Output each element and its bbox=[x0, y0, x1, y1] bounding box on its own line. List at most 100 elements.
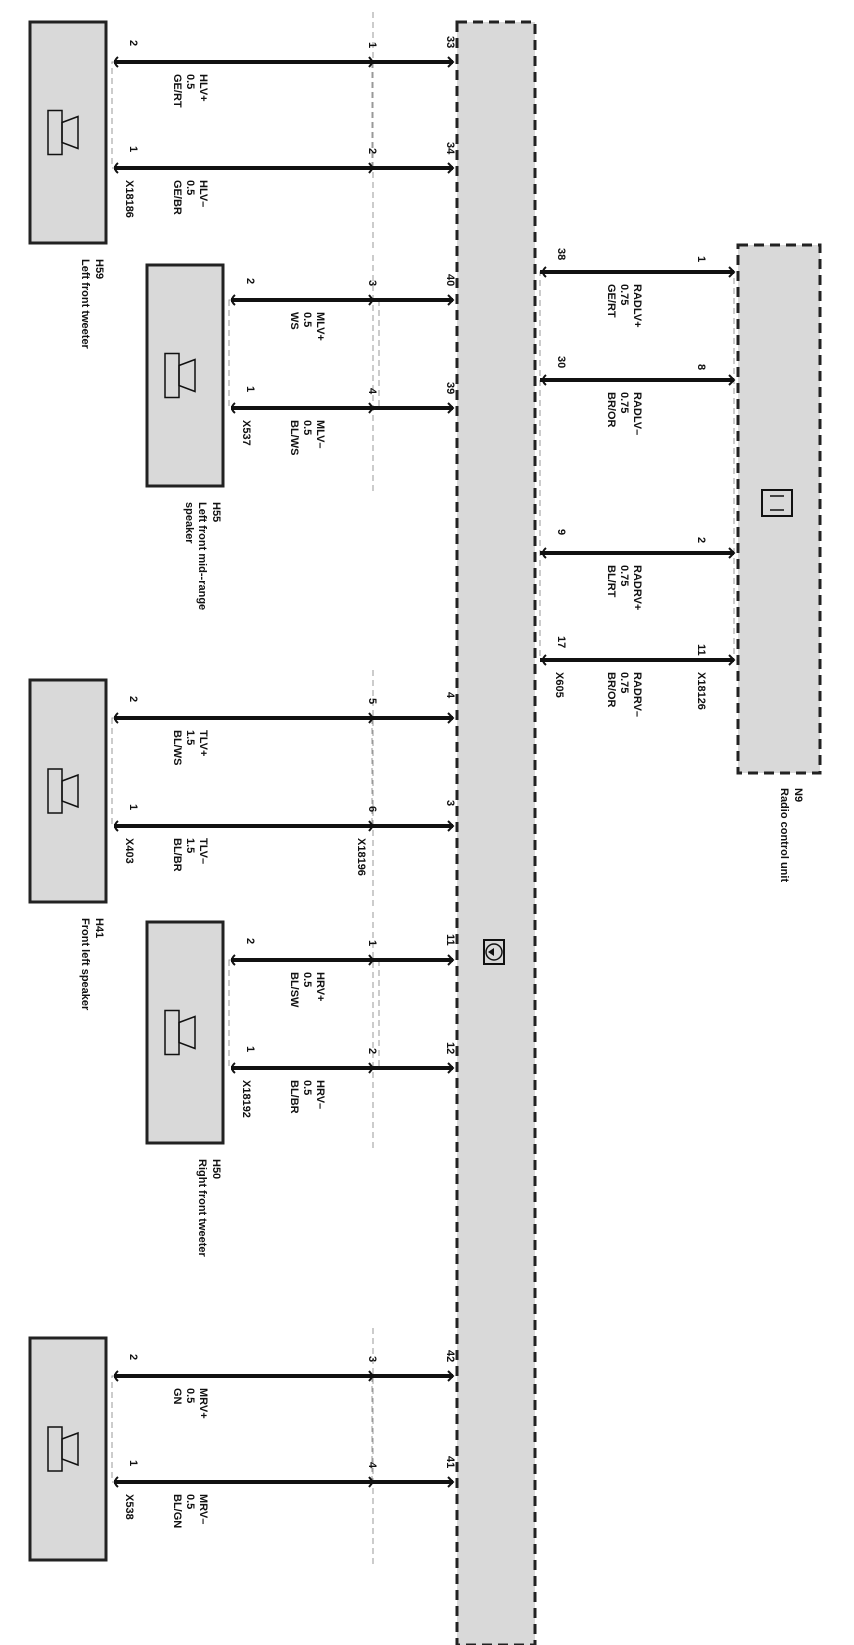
speaker-icon bbox=[164, 352, 196, 399]
speaker-pin-number: 2 bbox=[127, 40, 139, 46]
wire-name: RADLV– bbox=[631, 392, 643, 435]
inline-pin bbox=[368, 1370, 375, 1382]
wire-size: 0.5 bbox=[301, 312, 313, 327]
wire-size: 1.5 bbox=[184, 838, 196, 853]
amp-pin bbox=[447, 1062, 455, 1074]
pin-cap bbox=[114, 712, 119, 724]
speaker-id: H41 bbox=[93, 918, 105, 938]
speaker-connector: X537 bbox=[240, 420, 252, 446]
wire-color: BL/GN bbox=[171, 1494, 183, 1528]
wire-size: 0.5 bbox=[301, 1080, 313, 1095]
wire-color: BL/BR bbox=[171, 838, 183, 872]
inline-pin-number: 4 bbox=[366, 1462, 378, 1469]
pin-cap bbox=[542, 547, 547, 559]
wire-size: 0.5 bbox=[184, 1388, 196, 1403]
pin-cap bbox=[114, 820, 119, 832]
amp-pin-number: 38 bbox=[555, 248, 567, 260]
wire-color: GN bbox=[171, 1388, 183, 1405]
speaker-connector: X18192 bbox=[240, 1080, 252, 1118]
connector-outline bbox=[111, 1375, 373, 1483]
wire-color: BL/WS bbox=[288, 420, 300, 455]
wire-size: 0.5 bbox=[184, 180, 196, 195]
inline-pin bbox=[368, 954, 375, 966]
speaker-name: Front left speaker bbox=[79, 918, 91, 1011]
wire-name: HRV– bbox=[314, 1080, 326, 1109]
speaker-icon bbox=[47, 109, 79, 156]
radio-control-unit: N9 Radio control unit bbox=[736, 243, 822, 882]
inline-pin bbox=[368, 1476, 375, 1488]
wire-name: MLV+ bbox=[314, 312, 326, 341]
wire-color: WS bbox=[288, 312, 300, 330]
radio-connector: X18126 bbox=[695, 672, 707, 710]
speaker-pin-number: 2 bbox=[127, 1354, 139, 1360]
wire-size: 0.5 bbox=[301, 420, 313, 435]
wire-size: 1.5 bbox=[184, 730, 196, 745]
speaker-pin-number: 2 bbox=[127, 696, 139, 702]
speaker-name: speaker bbox=[183, 502, 195, 544]
speaker-icon bbox=[47, 1426, 79, 1472]
amp-pin bbox=[447, 294, 455, 306]
amp-pin bbox=[447, 56, 455, 68]
radio-pin-number: 8 bbox=[695, 364, 707, 370]
amp-pin bbox=[447, 954, 455, 966]
speaker-icon bbox=[47, 768, 79, 814]
inline-connector: X18196 bbox=[355, 838, 367, 876]
radio-unit-box bbox=[736, 243, 822, 775]
amp-pin bbox=[447, 162, 455, 174]
speaker-pin-number: 1 bbox=[244, 386, 256, 392]
wire-name: MRV+ bbox=[197, 1388, 209, 1419]
wire-color: BL/RT bbox=[605, 565, 617, 598]
wire-name: MLV– bbox=[314, 420, 326, 449]
inline-pin-number: 3 bbox=[366, 280, 378, 286]
radio-pin-number: 11 bbox=[695, 644, 707, 656]
pin-cap bbox=[114, 1476, 119, 1488]
speaker-id: H50 bbox=[210, 1159, 222, 1179]
radio-connector-outline bbox=[539, 271, 735, 661]
wire-color: BL/SW bbox=[288, 972, 300, 1008]
radio-pin bbox=[728, 547, 736, 559]
wire-size: 0.5 bbox=[184, 74, 196, 89]
radio-pin bbox=[728, 374, 736, 386]
speaker-box bbox=[28, 1336, 108, 1562]
speaker-pin-number: 2 bbox=[244, 278, 256, 284]
inline-pin-number: 1 bbox=[366, 940, 378, 946]
wire-size: 0.75 bbox=[618, 392, 630, 413]
wire-name: TLV– bbox=[197, 838, 209, 864]
wire-name: RADRV– bbox=[631, 672, 643, 717]
pin-cap bbox=[542, 374, 547, 386]
wire-name: RADRV+ bbox=[631, 565, 643, 610]
radio-pin bbox=[728, 654, 736, 666]
speaker-box bbox=[145, 263, 225, 488]
amplifier-bus bbox=[455, 20, 537, 1645]
inline-pin bbox=[368, 820, 375, 832]
wire-name: TLV+ bbox=[197, 730, 209, 756]
amp-pin-number: 42 bbox=[444, 1350, 456, 1362]
pin-cap bbox=[542, 654, 547, 666]
speaker-name: Left front tweeter bbox=[79, 259, 91, 350]
radio-pin-number: 1 bbox=[695, 256, 707, 262]
wire-size: 0.5 bbox=[301, 972, 313, 987]
amp-pin-number: 39 bbox=[444, 382, 456, 394]
speaker-id: H55 bbox=[210, 502, 222, 522]
inline-pin-number: 2 bbox=[366, 1048, 378, 1054]
amp-connector: X605 bbox=[553, 672, 565, 698]
amp-pin-number: 12 bbox=[444, 1042, 456, 1054]
amp-pin bbox=[447, 1370, 455, 1382]
speaker-id: H59 bbox=[93, 259, 105, 279]
wire-color: BL/WS bbox=[171, 730, 183, 765]
amp-pin-number: 17 bbox=[555, 636, 567, 648]
wire-color: GE/RT bbox=[605, 284, 617, 318]
amp-pin bbox=[447, 402, 455, 414]
speaker-pin-number: 2 bbox=[244, 938, 256, 944]
wire-name: HLV– bbox=[197, 180, 209, 207]
wire-color: GE/RT bbox=[171, 74, 183, 108]
amp-pin-number: 34 bbox=[444, 142, 456, 155]
amp-pin-number: 41 bbox=[444, 1456, 456, 1468]
speaker-box bbox=[145, 920, 225, 1145]
inline-pin bbox=[368, 294, 375, 306]
